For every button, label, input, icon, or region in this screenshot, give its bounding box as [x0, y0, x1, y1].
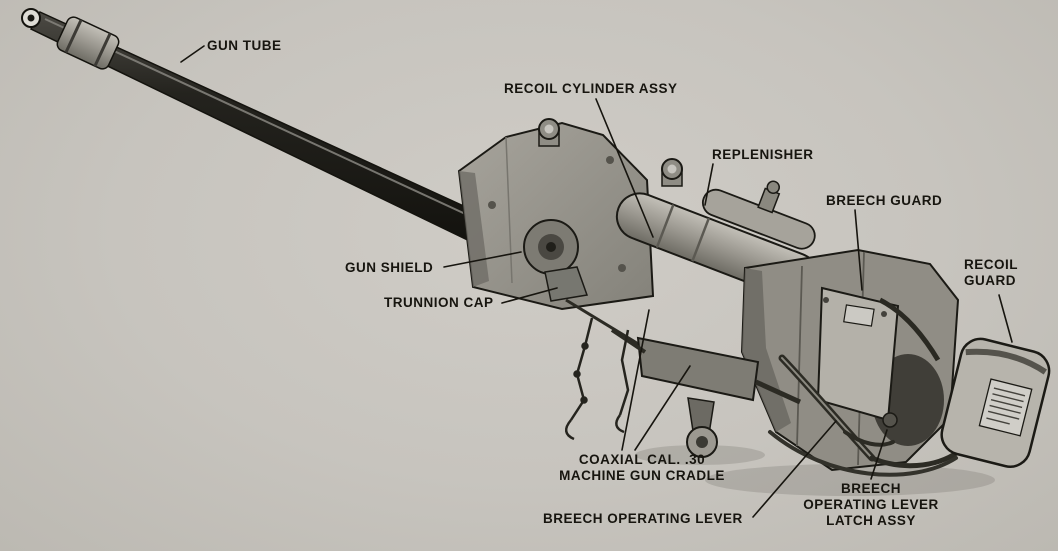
leader-trunnion-cap: [501, 287, 558, 304]
label-gun-tube: GUN TUBE: [207, 38, 282, 53]
leader-breech-operating-lever: [752, 420, 837, 518]
leader-latch-assy: [870, 429, 888, 480]
label-latch-line3: LATCH ASSY: [826, 513, 916, 528]
mounting-lug: [538, 118, 560, 147]
label-breech-operating-lever: BREECH OPERATING LEVER: [543, 511, 743, 526]
label-breech-guard: BREECH GUARD: [826, 193, 943, 208]
label-trunnion-cap: TRUNNION CAP: [384, 295, 494, 310]
label-replenisher: REPLENISHER: [712, 147, 814, 162]
trunnion-cap-part: [544, 266, 589, 302]
leader-replenisher: [704, 163, 714, 206]
latch-assy-part: [882, 412, 898, 428]
data-plate: [978, 378, 1033, 437]
label-latch-line2: OPERATING LEVER: [803, 497, 939, 512]
mounting-lug: [661, 158, 683, 187]
hanging-chain: [565, 317, 630, 441]
label-gun-shield: GUN SHIELD: [345, 260, 434, 275]
label-recoil-guard-line1: RECOIL: [964, 257, 1019, 272]
label-recoil-cylinder-assy: RECOIL CYLINDER ASSY: [504, 81, 678, 96]
label-coaxial-line1: COAXIAL CAL. .30: [578, 452, 706, 467]
leader-lines: [180, 45, 1013, 518]
label-recoil-guard: RECOIL GUARD: [964, 257, 1018, 289]
label-recoil-guard-line2: GUARD: [964, 273, 1016, 288]
leader-recoil-cylinder-assy: [595, 98, 654, 238]
gun-tube-part: [21, 8, 493, 248]
gun-shield-part: [457, 118, 683, 311]
leader-coaxial-cradle-1: [621, 309, 650, 451]
recoil-guard-arm: [878, 297, 941, 362]
leader-gun-shield: [443, 251, 522, 268]
barrel-collar: [56, 16, 120, 70]
breech-operating-lever-part: [768, 354, 961, 477]
recoil-guard-part: [940, 337, 1051, 468]
leader-recoil-guard: [998, 294, 1013, 343]
label-latch-line1: BREECH: [840, 481, 901, 496]
label-breech-operating-lever-latch-assy: BREECH OPERATING LEVER LATCH ASSY: [800, 481, 942, 529]
leader-gun-tube: [180, 45, 205, 63]
label-coaxial-line2: MACHINE GUN CRADLE: [559, 468, 725, 483]
label-coaxial-machine-gun-cradle: COAXIAL CAL. .30 MACHINE GUN CRADLE: [556, 452, 728, 484]
leader-coaxial-cradle-2: [634, 365, 691, 451]
machine-gun-cradle-part: [565, 298, 802, 458]
leader-breech-guard: [854, 209, 863, 291]
